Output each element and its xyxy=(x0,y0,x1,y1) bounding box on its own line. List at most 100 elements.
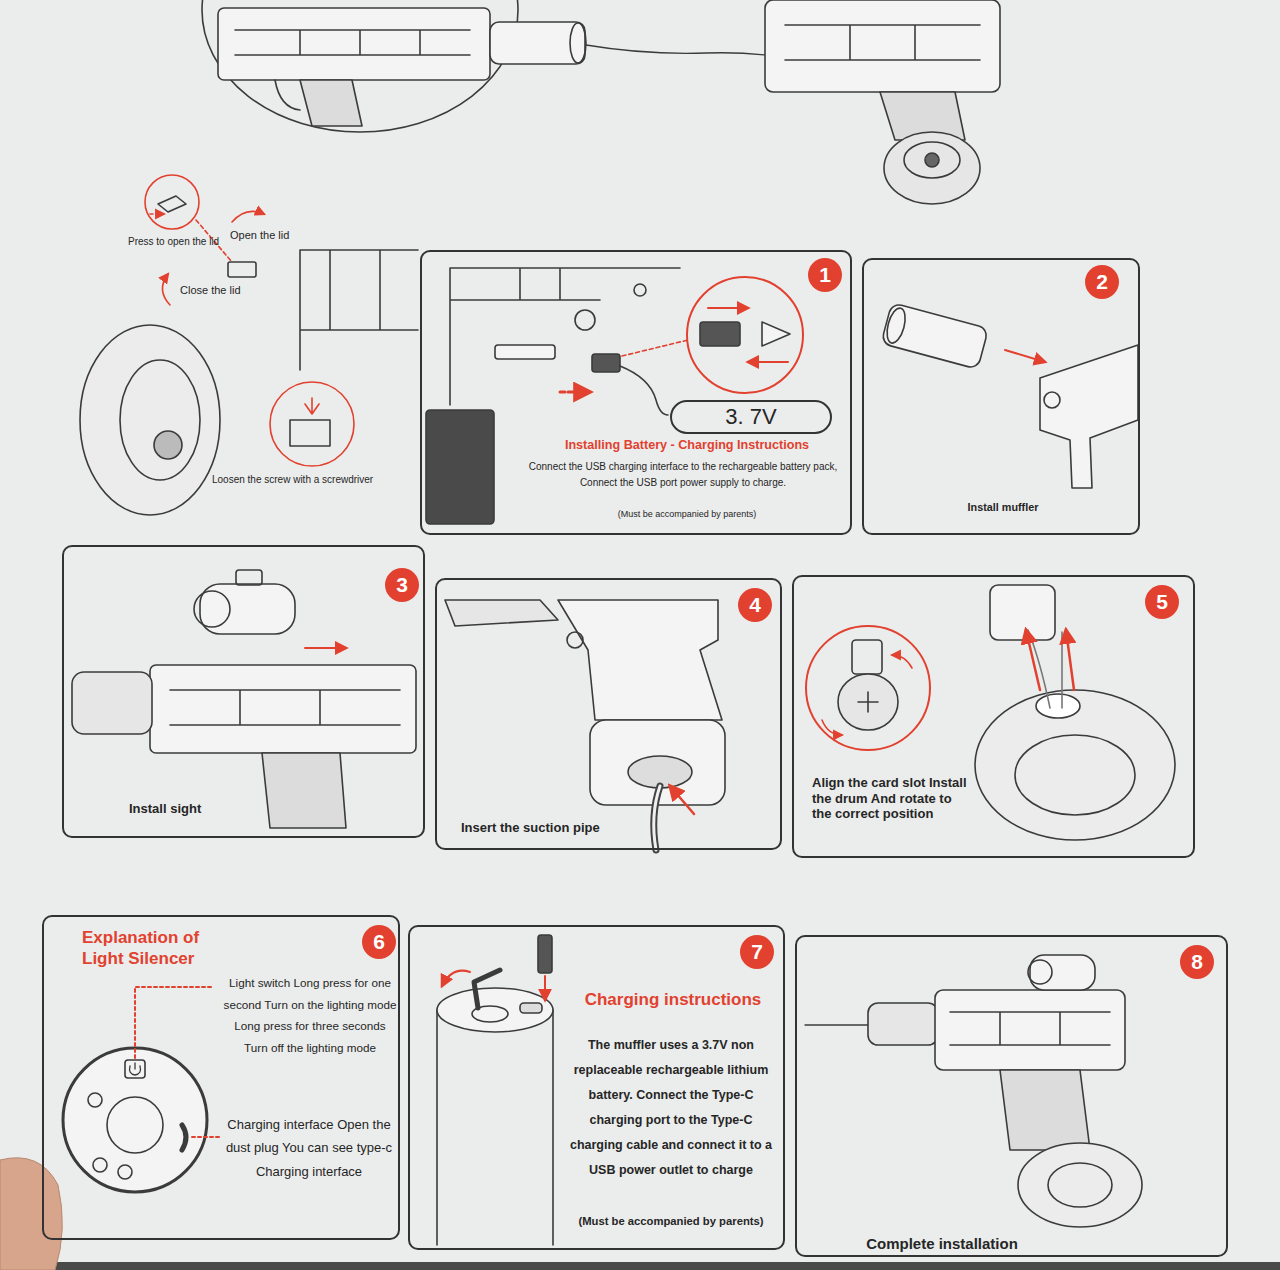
screw-mark xyxy=(305,398,319,414)
frame-screw xyxy=(575,310,595,330)
instruction-text: Connect the USB charging interface to th… xyxy=(518,459,848,490)
step-caption: Insert the suction pipe xyxy=(461,820,661,836)
drum-hub xyxy=(154,431,182,459)
step-caption: Install sight xyxy=(129,801,299,817)
lid-detail xyxy=(290,420,330,446)
gun-frame xyxy=(450,268,680,405)
zoom-circle xyxy=(806,626,930,750)
step-panel: Explanation of Light SilencerLight switc… xyxy=(42,915,400,1240)
socket-zoom xyxy=(762,322,790,346)
battery-wire-plug xyxy=(495,345,555,359)
callout-number: 5 xyxy=(1145,585,1179,619)
trigger-guard xyxy=(275,80,300,110)
note-text: (Must be accompanied by parents) xyxy=(522,509,852,520)
step-panel: Complete installation xyxy=(795,935,1228,1257)
gun-body xyxy=(150,665,416,753)
charging-cable xyxy=(538,935,552,973)
install-arrow xyxy=(1005,350,1045,362)
vent-hole xyxy=(88,1093,102,1107)
muffler xyxy=(881,303,988,369)
part-label: Close the lid xyxy=(180,284,241,297)
drum-hub xyxy=(925,153,939,167)
step-panel: Install sight xyxy=(62,545,425,838)
barrel xyxy=(1044,392,1060,408)
gun-detail xyxy=(170,690,400,725)
battery-plug xyxy=(592,354,620,372)
muffler xyxy=(490,22,585,64)
callout-number: 7 xyxy=(740,935,774,969)
section-heading: Explanation of Light Silencer xyxy=(82,927,242,970)
close-arrow xyxy=(162,274,170,305)
gun-slide xyxy=(1040,345,1138,488)
gun-grip xyxy=(300,80,362,126)
gun-detail xyxy=(950,1012,1110,1045)
zoom-circle xyxy=(145,175,199,229)
plug-arrow xyxy=(544,976,546,1000)
suction-pipe xyxy=(1028,630,1062,708)
install-arrow xyxy=(1066,630,1074,690)
water-drum xyxy=(838,674,898,730)
rotate-arrow xyxy=(892,655,912,668)
gun-body xyxy=(935,990,1125,1070)
callout-number: 4 xyxy=(738,588,772,622)
step-panel: 3. 7VInstalling Battery - Charging Instr… xyxy=(420,250,852,535)
zoom-circle xyxy=(270,382,354,466)
zoom-circle xyxy=(687,277,803,393)
install-arrow xyxy=(1026,630,1040,690)
water-drum xyxy=(884,132,980,204)
step-panel: Insert the suction pipe xyxy=(435,578,782,850)
power-icon xyxy=(130,1063,141,1075)
leader-line xyxy=(622,340,688,356)
battery-lid xyxy=(228,262,256,277)
trigger xyxy=(445,600,558,626)
part-label: Loosen the screw with a screwdriver xyxy=(212,474,373,486)
drum-ring xyxy=(904,142,960,178)
note-text: (Must be accompanied by parents) xyxy=(560,1215,782,1229)
muffler xyxy=(868,1003,938,1045)
callout-number: 6 xyxy=(362,925,396,959)
water-drum xyxy=(1018,1143,1142,1227)
open-arrow xyxy=(232,211,264,222)
muffler-end xyxy=(570,23,586,63)
gun-grip xyxy=(262,753,346,828)
grip-base xyxy=(990,585,1055,640)
press-arrow xyxy=(150,213,164,215)
step-panel: Align the card slot Install the drum And… xyxy=(792,575,1195,858)
gun-frame xyxy=(300,250,418,370)
callout-number: 2 xyxy=(1085,265,1119,299)
table-edge xyxy=(0,1262,1280,1270)
section-heading: Installing Battery - Charging Instructio… xyxy=(522,438,852,453)
step-caption: Complete installation xyxy=(847,1235,1037,1253)
frame-screw xyxy=(634,284,646,296)
magazine xyxy=(426,410,494,524)
vent-hole xyxy=(93,1158,107,1172)
leader-line xyxy=(135,987,214,1058)
frame-screw xyxy=(567,632,583,648)
step-panel: Charging instructionsThe muffler uses a … xyxy=(408,925,785,1250)
suction-pipe xyxy=(654,786,660,850)
charging-port xyxy=(182,1125,186,1150)
rotate-arrow xyxy=(822,720,842,735)
gun-grip xyxy=(1000,1070,1090,1150)
nozzle xyxy=(107,1097,163,1153)
leader-line xyxy=(192,1136,220,1138)
drum-ring xyxy=(1048,1163,1112,1207)
muffler-body xyxy=(437,1010,553,1245)
callout-number: 1 xyxy=(808,258,842,292)
open-arrow xyxy=(442,971,470,986)
install-arrow xyxy=(305,647,346,649)
thumb xyxy=(0,1158,62,1270)
muffler xyxy=(72,672,152,734)
instruction-text: Charging interface Open the dust plug Yo… xyxy=(224,1113,394,1183)
gun-detail xyxy=(785,25,980,60)
suction-pipe xyxy=(654,786,660,850)
water-drum xyxy=(975,690,1175,840)
step-caption: Align the card slot Install the drum And… xyxy=(812,775,972,822)
drum-ring xyxy=(1015,735,1135,815)
muffler-end-view xyxy=(63,1048,207,1192)
gun-grip xyxy=(558,600,722,720)
instruction-text: The muffler uses a 3.7V non replaceable … xyxy=(565,1033,777,1183)
callout-number: 8 xyxy=(1180,945,1214,979)
zoom-circle xyxy=(202,0,518,132)
